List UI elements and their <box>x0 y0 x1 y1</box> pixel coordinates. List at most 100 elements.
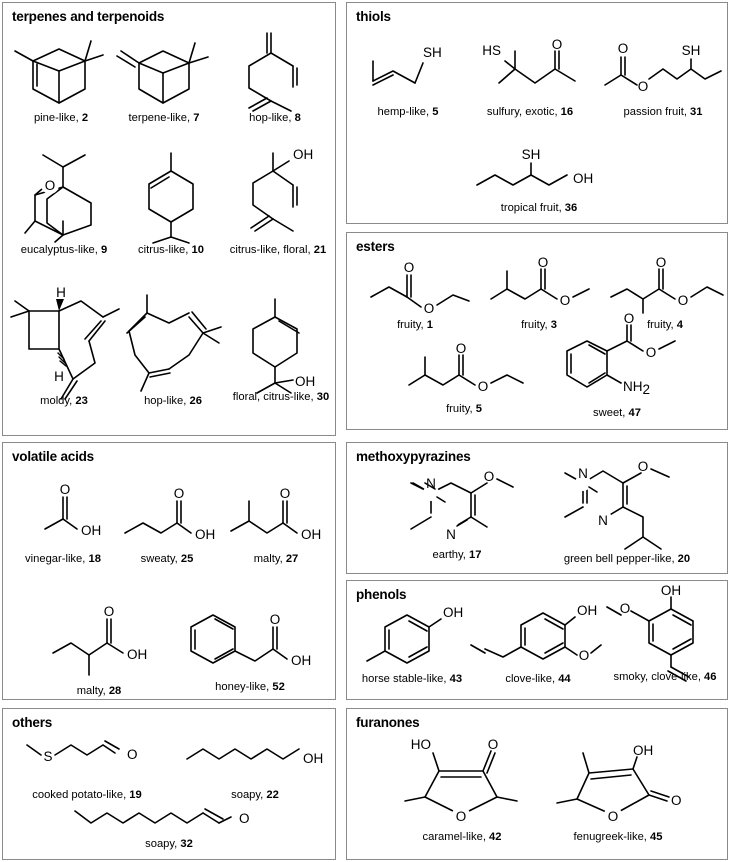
atom-label-H: H <box>54 369 64 384</box>
atom-label-O: O <box>270 612 281 627</box>
structure-methyl-3mb: O O fruity, 3 <box>481 255 597 332</box>
structure-mdmp: N N O earthy, 17 <box>387 469 527 562</box>
atom-label-O: O <box>404 260 415 275</box>
atom-label-N: N <box>598 513 608 528</box>
structure-beta-pinene: terpene-like, 7 <box>109 31 219 125</box>
structure-4mmp: HS O sulfury, exotic, 16 <box>469 35 591 119</box>
atom-label-O: O <box>671 793 682 808</box>
caption: sweaty, 25 <box>140 553 194 565</box>
atom-label-OH: OH <box>303 751 323 766</box>
structure-furaneol: O O HO caramel-like, 42 <box>387 737 537 844</box>
panel-methoxypyrazines: methoxypyrazines <box>346 442 728 574</box>
caption: green bell pepper-like, 20 <box>563 553 691 565</box>
atom-label-O: O <box>656 255 667 270</box>
caption: citrus-like, 10 <box>138 244 204 256</box>
structure-humulene: hop-like, 26 <box>117 287 229 408</box>
atom-label-O: O <box>608 809 619 824</box>
caption: passion fruit, 31 <box>623 106 703 118</box>
structure-ibmp: N N O green bell pepper-like, 20 <box>537 459 717 566</box>
caption: moldy, 23 <box>40 395 88 407</box>
atom-label-OH: OH <box>81 523 101 538</box>
caption: sweet, 47 <box>593 407 641 419</box>
atom-label-O: O <box>484 469 495 484</box>
caption: citrus-like, floral, 21 <box>229 244 327 256</box>
atom-label-O: O <box>579 648 590 663</box>
atom-label-O: O <box>424 301 435 316</box>
atom-label-O: O <box>538 255 549 270</box>
atom-label-O: O <box>456 341 467 356</box>
structure-butanoic-acid: O OH sweaty, 25 <box>115 475 219 566</box>
panel-volatile-acids: volatile acids O OH vinegar-like, 18 <box>2 442 336 700</box>
panel-terpenes: terpenes and terpenoids pine-like, 2 <box>2 2 336 436</box>
caption: smoky, clove-like, 46 <box>613 671 717 683</box>
atom-label-N: N <box>578 466 588 481</box>
caption: sulfury, exotic, 16 <box>486 106 574 118</box>
atom-label-O: O <box>456 809 467 824</box>
atom-label-O: O <box>478 379 489 394</box>
atom-label-OH: OH <box>301 527 321 542</box>
atom-label-H: H <box>56 285 66 300</box>
caption: clove-like, 44 <box>505 673 571 685</box>
structure-ethyl-3mb: O O fruity, 5 <box>399 341 529 416</box>
atom-label-O: O <box>127 747 138 762</box>
atom-label-O: O <box>280 486 291 501</box>
caption: fruity, 4 <box>647 319 683 331</box>
caption: fenugreek-like, 45 <box>573 831 663 843</box>
panel-esters: esters O O fruity, 1 <box>346 232 728 430</box>
caption: eucalyptus-like, 9 <box>20 244 108 256</box>
caption: terpene-like, 7 <box>128 112 200 124</box>
atom-label-OH: OH <box>293 147 313 162</box>
structure-2-methylbutanoic-acid: O OH malty, 28 <box>31 595 167 698</box>
atom-label-HS: HS <box>482 43 501 58</box>
atom-label-NH2: NH2 <box>623 379 650 397</box>
atom-label-OH: OH <box>443 605 463 620</box>
atom-label-O: O <box>45 178 56 193</box>
caption: hemp-like, 5 <box>377 106 439 118</box>
atom-label-O: O <box>488 737 499 752</box>
panel-title: methoxypyrazines <box>356 449 471 464</box>
structure-methional: S O cooked potato-like, 19 <box>7 737 167 802</box>
panel-title: esters <box>356 239 395 254</box>
atom-label-O: O <box>174 486 185 501</box>
caption: vinegar-like, 18 <box>25 553 101 565</box>
caption: malty, 28 <box>76 685 122 697</box>
atom-label-OH: OH <box>573 171 593 186</box>
caption: tropical fruit, 36 <box>500 202 578 214</box>
structure-ethyl-propanoate: O O fruity, 1 <box>357 259 473 332</box>
caption: fruity, 1 <box>397 319 433 331</box>
panel-thiols: thiols SH hemp-like, 5 <box>346 2 728 224</box>
structure-3mha: O SH O passion fruit, 31 <box>599 35 727 119</box>
structure-4-methylphenol: OH horse stable-like, 43 <box>353 603 471 686</box>
structure-terpineol: OH floral, citrus-like, 30 <box>227 287 335 404</box>
structure-sotolon: O O OH fenugreek-like, 45 <box>543 743 693 844</box>
atom-label-HO: HO <box>411 737 431 752</box>
panel-title: furanones <box>356 715 420 730</box>
caption: floral, citrus-like, 30 <box>232 391 330 403</box>
atom-label-N: N <box>426 476 436 491</box>
caption: earthy, 17 <box>432 549 482 561</box>
atom-label-SH: SH <box>682 43 701 58</box>
atom-label-O: O <box>560 293 571 308</box>
structure-eugenol: OH O clove-like, 44 <box>470 603 602 686</box>
structure-linalool: OH citrus-like, floral, 21 <box>219 141 337 257</box>
structure-undecenal: O soapy, 32 <box>69 801 269 851</box>
atom-label-SH: SH <box>522 147 541 162</box>
structure-mbt: SH hemp-like, 5 <box>353 35 463 119</box>
caption: caramel-like, 42 <box>422 831 502 843</box>
atom-label-O: O <box>638 459 649 474</box>
structure-3mh: SH OH tropical fruit, 36 <box>471 141 607 215</box>
atom-label-O: O <box>618 41 629 56</box>
structure-alpha-pinene: pine-like, 2 <box>11 31 111 125</box>
atom-label-N: N <box>446 527 456 542</box>
caption: fruity, 3 <box>521 319 557 331</box>
atom-label-S: S <box>43 749 52 764</box>
caption: cooked potato-like, 19 <box>32 789 142 801</box>
atom-label-OH: OH <box>577 603 597 618</box>
atom-label-O: O <box>646 345 657 360</box>
structure-acetic-acid: O OH vinegar-like, 18 <box>11 475 115 566</box>
structure-ethyl-2mb: O O fruity, 4 <box>605 255 725 332</box>
caption: soapy, 22 <box>231 789 279 801</box>
panel-title: phenols <box>356 587 407 602</box>
structure-3-methylbutanoic-acid: O OH malty, 27 <box>221 475 331 566</box>
caption: pine-like, 2 <box>33 112 89 124</box>
